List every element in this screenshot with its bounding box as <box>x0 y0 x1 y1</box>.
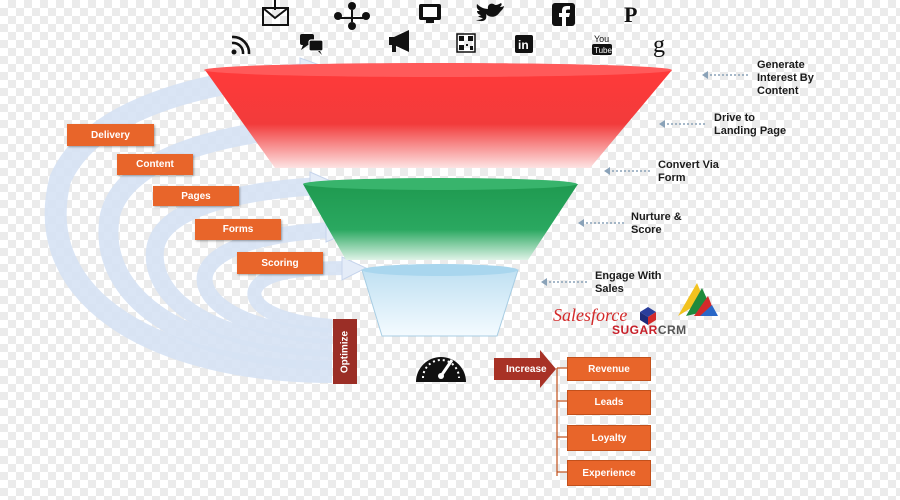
tag-delivery: Delivery <box>67 124 154 146</box>
email-download-icon <box>262 0 289 26</box>
google-icon: g <box>653 32 665 58</box>
sugarcrm-logo-sugar: SUGAR <box>612 323 658 337</box>
svg-text:in: in <box>518 38 529 52</box>
dynamics-crm-icon <box>678 283 718 316</box>
qr-code-icon <box>456 33 476 53</box>
arrowhead-scoring <box>341 256 368 281</box>
svg-text:g: g <box>653 32 665 58</box>
network-people-icon <box>334 2 370 30</box>
optimize-label: Optimize <box>339 330 351 373</box>
increase-arrow-shape <box>494 350 556 388</box>
sugarcrm-logo-crm: CRM <box>657 323 687 337</box>
results-connector <box>556 367 567 476</box>
tv-icon <box>419 4 441 23</box>
stage-label-nurture-score: Nurture & Score <box>631 211 682 236</box>
result-leads: Leads <box>567 390 651 415</box>
tag-forms: Forms <box>195 219 281 240</box>
arc-content <box>98 116 333 370</box>
chat-icon <box>300 34 324 55</box>
twitter-icon <box>476 3 504 22</box>
funnel-bottom-layer <box>361 264 519 337</box>
speedometer-icon <box>416 357 466 382</box>
stage-label-drive-to-landing: Drive to Landing Page <box>714 112 787 137</box>
tag-scoring: Scoring <box>237 252 323 274</box>
sugarcrm-cube-icon <box>640 307 656 325</box>
stage-pointers <box>541 71 750 286</box>
megaphone-icon <box>389 30 409 52</box>
pinterest-icon: P <box>624 2 637 27</box>
optimize-bar: Optimize <box>333 319 357 384</box>
rss-icon <box>231 35 251 55</box>
salesforce-logo: Salesforce <box>553 305 628 325</box>
stage-label-convert-via-form: Convert Via Form <box>658 159 719 184</box>
facebook-icon <box>552 3 575 26</box>
linkedin-icon: in <box>515 35 533 53</box>
sugarcrm-logo: SUGARCRM <box>612 323 687 337</box>
funnel-middle-layer <box>303 178 578 260</box>
arc-delivery <box>44 63 333 383</box>
youtube-icon: You Tube <box>592 34 612 55</box>
stage-label-generate-interest: Generate Interest By Content <box>757 59 814 97</box>
increase-label: Increase <box>506 363 547 375</box>
svg-text:Tube: Tube <box>594 46 612 55</box>
arc-scoring <box>247 261 351 333</box>
svg-text:P: P <box>624 2 637 27</box>
stage-label-engage-with-sales: Engage With Sales <box>595 270 662 295</box>
result-revenue: Revenue <box>567 357 651 381</box>
svg-text:You: You <box>594 34 609 44</box>
arc-pages <box>145 177 333 357</box>
funnel-top-layer <box>204 63 672 168</box>
result-loyalty: Loyalty <box>567 425 651 451</box>
feedback-arcs <box>44 63 351 383</box>
tag-pages: Pages <box>153 186 239 206</box>
result-experience: Experience <box>567 460 651 486</box>
arc-forms <box>196 222 336 344</box>
tag-content: Content <box>117 154 193 175</box>
